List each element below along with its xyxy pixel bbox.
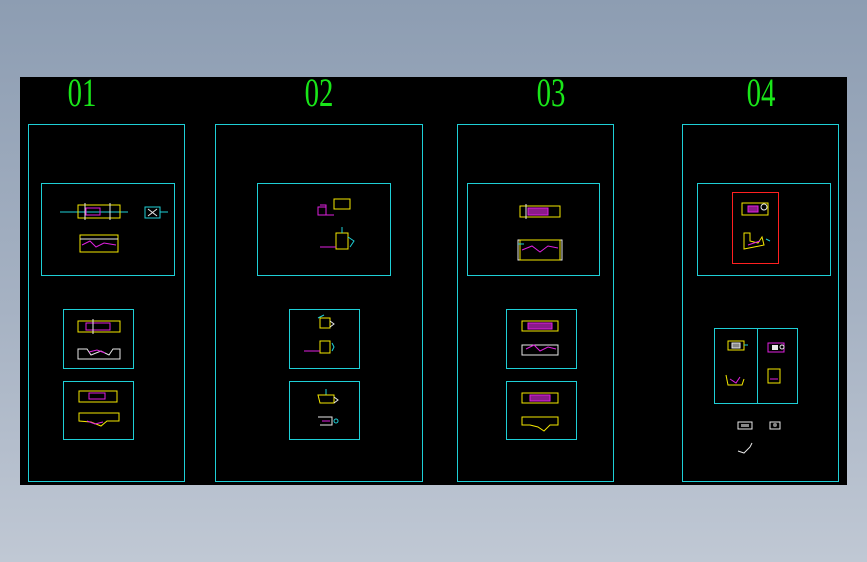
sheet-03-detail-a-frame (506, 309, 577, 369)
sheet-01-main-view-frame (41, 183, 175, 276)
sheet-04-detail-grid-frame (714, 328, 798, 404)
sheet-04-detail-grid-divider (757, 329, 758, 403)
sheet-01-detail-a-drawing (77, 319, 121, 360)
sheet-01-main-view-drawing (60, 203, 168, 253)
sheet-frame-02 (215, 124, 423, 482)
sheet-03-main-view-frame (467, 183, 600, 276)
sheet-03-detail-b-frame (506, 381, 577, 440)
sheet-title-03: 03 (536, 70, 566, 115)
cad-drawing-canvas[interactable]: 01 02 03 04 (20, 73, 847, 485)
sheet-title-02: 02 (304, 70, 334, 115)
sheet-03-detail-a-drawing (521, 320, 559, 356)
sheet-02-detail-a-drawing (304, 314, 335, 354)
sheet-02-main-view-frame (257, 183, 391, 276)
sheet-title-04: 04 (746, 70, 776, 115)
sheet-02-detail-a-frame (289, 309, 360, 369)
sheet-title-01: 01 (67, 70, 97, 115)
sheet-04-main-view-drawing (741, 202, 771, 250)
sheet-01-detail-b-frame (63, 381, 134, 440)
sheet-04-detail-grid-drawing (725, 340, 785, 386)
sheet-04-main-view-frame (697, 183, 831, 276)
sheet-frame-01 (28, 124, 185, 482)
sheet-02-detail-b-drawing (317, 389, 339, 426)
sheet-frame-03 (457, 124, 614, 482)
sheet-03-main-view-drawing (517, 204, 563, 261)
sheet-04-highlight-box (732, 192, 779, 264)
sheet-02-main-view-drawing (317, 198, 355, 250)
sheet-01-detail-b-drawing (78, 390, 120, 427)
sheet-frame-04 (682, 124, 839, 482)
sheet-01-detail-a-frame (63, 309, 134, 369)
sheet-04-small-parts-drawing (737, 421, 781, 454)
sheet-03-detail-b-drawing (521, 392, 559, 432)
sheet-02-detail-b-frame (289, 381, 360, 440)
